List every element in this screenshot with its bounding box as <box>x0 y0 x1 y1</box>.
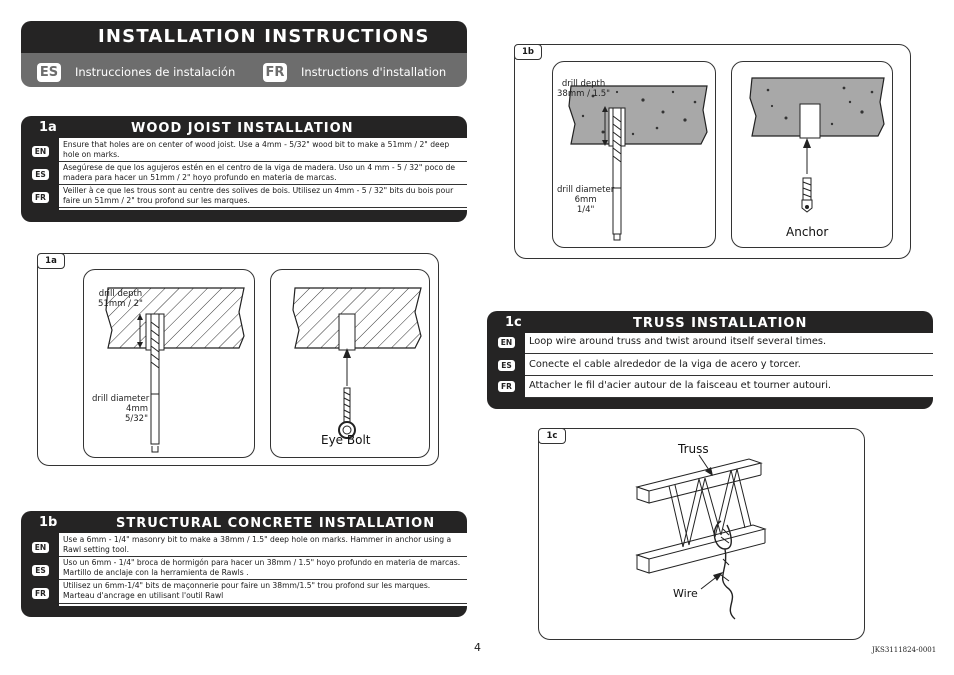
eye-bolt-diagram: Eye Bolt <box>270 269 430 458</box>
eye-bolt-caption: Eye Bolt <box>321 433 371 447</box>
drill-depth-label: drill depth 51mm / 2" <box>98 289 143 309</box>
wood-drill-illustration <box>105 287 245 453</box>
page-title: INSTALLATION INSTRUCTIONS <box>98 26 430 47</box>
lang-tag-en: EN <box>32 542 49 553</box>
panel-tag: 1b <box>514 44 542 60</box>
instruction-rows: Loop wire around truss and twist around … <box>525 333 933 398</box>
fr-title: Instructions d'installation <box>301 65 447 79</box>
instruction-es: Uso un 6mm - 1/4" broca de hormigón para… <box>59 558 467 580</box>
panel-1b: 1b drill depth 38mm / 1.5" drill diamete… <box>514 44 911 259</box>
section-title: TRUSS INSTALLATION <box>633 316 808 331</box>
instruction-rows: Ensure that holes are on center of wood … <box>59 138 467 210</box>
drill-diameter-label: drill diameter 6mm 1/4" <box>557 185 615 215</box>
lang-tag-en: EN <box>32 146 49 157</box>
concrete-drill-illustration <box>568 85 708 241</box>
es-title: Instrucciones de instalación <box>75 65 236 79</box>
panel-1c: 1c Truss Wire <box>538 428 865 640</box>
wood-drill-diagram: drill depth 51mm / 2" drill diameter 4mm… <box>83 269 255 458</box>
title-bar: INSTALLATION INSTRUCTIONS <box>21 21 467 53</box>
section-header: 1c TRUSS INSTALLATION <box>487 311 933 333</box>
instruction-fr: Attacher le fil d'acier autour de la fai… <box>525 377 933 398</box>
drill-diameter-label: drill diameter 4mm 5/32" <box>92 394 150 424</box>
section-header: 1b STRUCTURAL CONCRETE INSTALLATION <box>21 511 467 533</box>
instruction-es: Asegúrese de que los agujeros estén en e… <box>59 163 467 185</box>
concrete-drill-diagram: drill depth 38mm / 1.5" drill diameter 6… <box>552 61 716 248</box>
lang-tag-fr: FR <box>32 588 49 599</box>
wire-label: Wire <box>673 587 698 600</box>
lang-tag-es: ES <box>32 565 49 576</box>
es-chip: ES <box>37 63 61 82</box>
truss-section: 1c TRUSS INSTALLATION EN ES FR Loop wire… <box>487 311 933 409</box>
fr-chip: FR <box>263 63 287 82</box>
instruction-en: Loop wire around truss and twist around … <box>525 333 933 354</box>
language-strip: ES Instrucciones de instalación FR Instr… <box>21 53 467 87</box>
section-number: 1a <box>39 120 57 135</box>
lang-tag-fr: FR <box>32 192 49 203</box>
lang-tag-es: ES <box>32 169 49 180</box>
wood-joist-section: 1a WOOD JOIST INSTALLATION EN ES FR Ensu… <box>21 116 467 222</box>
panel-tag: 1a <box>37 253 65 269</box>
truss-label: Truss <box>678 442 709 456</box>
section-number: 1b <box>39 515 58 530</box>
instruction-rows: Use a 6mm - 1/4" masonry bit to make a 3… <box>59 533 467 606</box>
section-title: WOOD JOIST INSTALLATION <box>131 121 354 136</box>
lang-tag-fr: FR <box>498 381 515 392</box>
eye-bolt-illustration <box>292 287 422 439</box>
anchor-illustration <box>749 77 885 213</box>
section-title: STRUCTURAL CONCRETE INSTALLATION <box>116 516 436 531</box>
instruction-fr: Utilisez un 6mm-1/4" bits de maçonnerie … <box>59 581 467 604</box>
instruction-en: Ensure that holes are on center of wood … <box>59 140 467 162</box>
section-header: 1a WOOD JOIST INSTALLATION <box>21 116 467 138</box>
drill-depth-label: drill depth 38mm / 1.5" <box>557 79 611 99</box>
page-number: 4 <box>474 641 481 654</box>
panel-1a: 1a drill depth 51mm / 2" drill diameter … <box>37 253 439 466</box>
panel-tag: 1c <box>538 428 566 444</box>
anchor-diagram: Anchor <box>731 61 893 248</box>
truss-illustration <box>635 454 767 620</box>
lang-tag-en: EN <box>498 337 515 348</box>
instruction-en: Use a 6mm - 1/4" masonry bit to make a 3… <box>59 535 467 557</box>
instruction-es: Conecte el cable alrededor de la viga de… <box>525 355 933 376</box>
anchor-caption: Anchor <box>786 225 829 239</box>
document-code: JKS3111824-0001 <box>872 646 937 654</box>
section-number: 1c <box>505 315 522 330</box>
instruction-fr: Veiller à ce que les trous sont au centr… <box>59 186 467 208</box>
lang-tag-es: ES <box>498 360 515 371</box>
structural-concrete-section: 1b STRUCTURAL CONCRETE INSTALLATION EN E… <box>21 511 467 617</box>
